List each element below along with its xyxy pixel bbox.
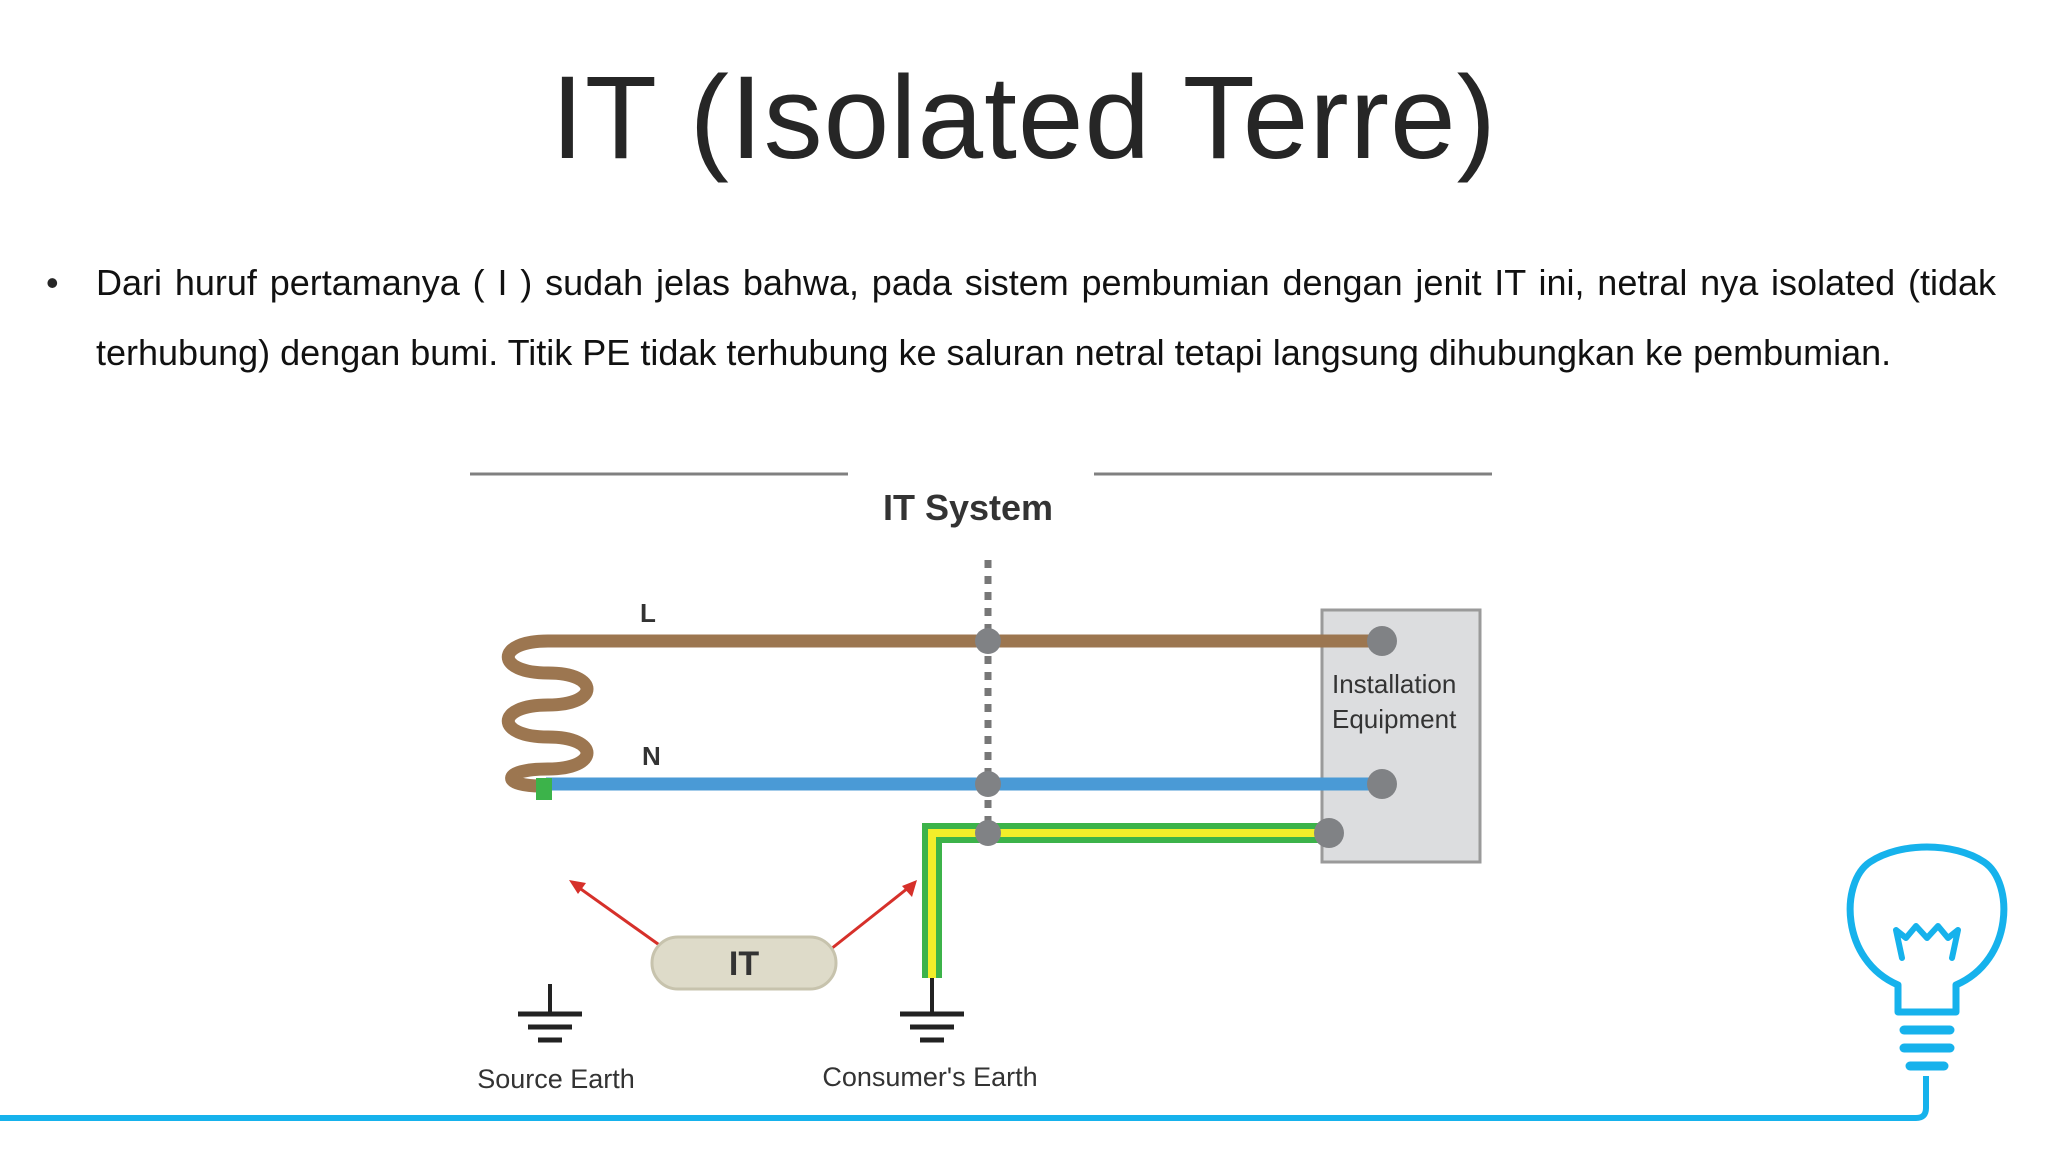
node-l-equipment [1367,626,1397,656]
line-n-label: N [642,741,661,771]
lightbulb-icon [1846,843,2008,1071]
bullet-marker: • [46,262,59,303]
consumer-earth-icon [900,978,964,1043]
consumer-earth-label: Consumer's Earth [822,1062,1037,1092]
it-badge [650,935,838,991]
neutral-end-marker [536,778,552,800]
node-pe-equipment [1314,818,1344,848]
slide-title: IT (Isolated Terre) [551,52,1497,184]
arrow-to-consumer-head [902,880,917,897]
bullet-text: Dari huruf pertamanya ( I ) sudah jelas … [96,262,1996,373]
arrow-to-source-head [569,880,586,894]
bottom-accent-line [0,1076,1929,1121]
source-earth-label: Source Earth [477,1064,635,1094]
node-n-divider [975,771,1001,797]
node-l-divider [975,628,1001,654]
equipment-label-line1: Installation [1332,669,1456,699]
pe-conductor-inner [928,829,1329,978]
node-n-equipment [1367,769,1397,799]
transformer-coil [501,634,594,793]
it-badge-label: IT [729,945,759,983]
diagram-heading: IT System [883,487,1053,528]
source-earth-icon [518,984,582,1043]
equipment-label-line2: Equipment [1332,704,1457,734]
installation-equipment-box [1320,608,1482,864]
pe-conductor-outer [922,823,1329,978]
line-l-label: L [640,598,656,628]
node-pe-divider [975,820,1001,846]
